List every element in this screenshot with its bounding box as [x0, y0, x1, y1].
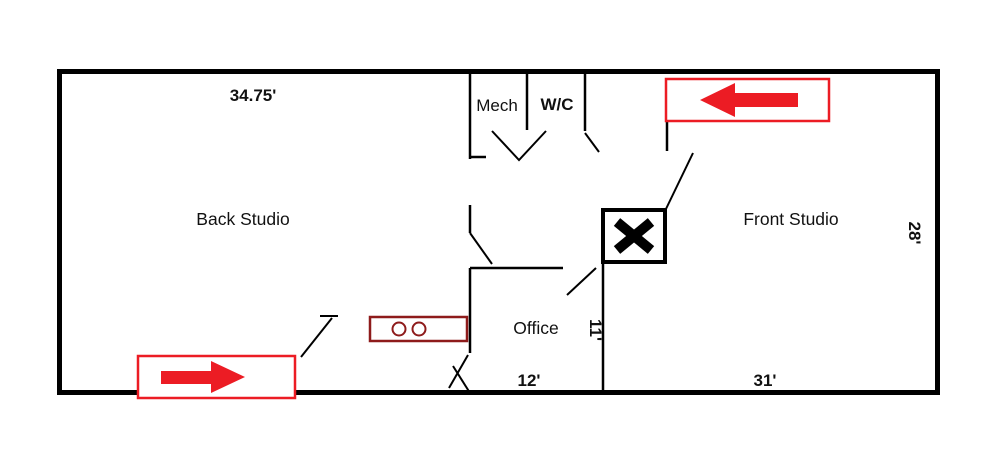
building-outline	[57, 69, 940, 395]
exterior-walls	[57, 69, 940, 395]
front-entry-marker	[664, 77, 831, 123]
office-bottom-door-leaf-a	[448, 354, 469, 389]
fixture	[368, 315, 469, 343]
double-sink-icon	[368, 315, 469, 343]
room-office-label: Office	[513, 318, 558, 338]
room-back-studio-label: Back Studio	[196, 209, 289, 229]
interior-walls	[468, 71, 669, 392]
dim-front-width-label: 31'	[754, 371, 777, 390]
mech-wc-door-swing	[491, 130, 547, 162]
dim-right-label: 28'	[905, 222, 924, 245]
dim-office-depth-label: 11'	[586, 319, 605, 341]
dim-office-width-label: 12'	[518, 371, 541, 390]
sink-bowl-left	[391, 321, 407, 337]
front-door-leaf	[664, 152, 694, 212]
room-front-studio-label: Front Studio	[743, 209, 838, 229]
left-arrow-icon	[700, 83, 798, 117]
blocked-opening	[601, 208, 667, 264]
back-entry-marker	[136, 354, 297, 400]
room-mech-label: Mech	[476, 96, 518, 115]
back-door-leaf	[469, 232, 493, 265]
labels: 34.75' Mech W/C Back Studio Front Studio…	[196, 86, 924, 390]
dim-top-label: 34.75'	[230, 86, 277, 105]
wc-door-leaf	[584, 132, 600, 153]
office-bottom-door-leaf-b	[452, 365, 471, 394]
right-arrow-icon	[161, 361, 245, 393]
room-wc-label: W/C	[540, 95, 573, 114]
sink-bowl-right	[411, 321, 427, 337]
door-swings	[300, 130, 694, 394]
office-door-leaf	[566, 267, 597, 296]
entry-door-leaf	[300, 317, 333, 358]
x-mark-icon	[613, 218, 655, 254]
